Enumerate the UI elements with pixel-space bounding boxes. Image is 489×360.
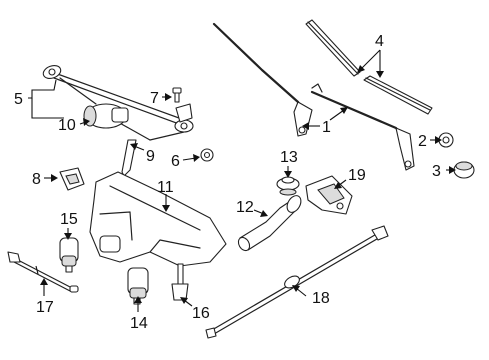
washer-hose-right[interactable] [205,225,389,339]
callout-3: 3 [432,163,441,180]
washer-hose-left[interactable] [7,251,79,293]
callout-15: 15 [60,211,78,228]
callout-5: 5 [14,91,23,108]
callout-10: 10 [58,117,76,134]
callout-1: 1 [322,119,331,136]
callout-6: 6 [171,153,180,170]
bolt[interactable] [172,87,182,103]
callout-4: 4 [375,33,384,50]
bracket[interactable] [121,139,137,177]
wiper-motor[interactable] [83,103,129,129]
callout-17: 17 [36,299,54,316]
pivot-cover[interactable] [453,161,475,179]
callout-9: 9 [146,148,155,165]
callout-16: 16 [192,305,210,322]
callout-2: 2 [418,133,427,150]
callout-11: 11 [157,179,174,196]
wiper-arm-left[interactable] [212,22,313,137]
wiper-linkage-assembly[interactable] [41,63,194,141]
callout-13: 13 [280,149,298,166]
level-sensor[interactable] [171,263,189,301]
washer-pump-15[interactable] [59,237,79,273]
wiper-blade-upper[interactable] [305,19,361,77]
callout-18: 18 [312,290,330,307]
wiper-blade-lower[interactable] [363,75,433,115]
callout-7: 7 [150,90,159,107]
callout-19: 19 [348,167,366,184]
callout-8: 8 [32,171,41,188]
callout-14: 14 [130,315,148,332]
clip[interactable] [59,167,85,191]
filler-cap[interactable] [276,176,300,196]
mounting-bracket[interactable] [305,175,353,215]
nut[interactable] [200,148,214,162]
filler-neck[interactable] [236,193,304,252]
wiper-arm-right[interactable] [310,83,415,171]
callout-12: 12 [236,199,254,216]
